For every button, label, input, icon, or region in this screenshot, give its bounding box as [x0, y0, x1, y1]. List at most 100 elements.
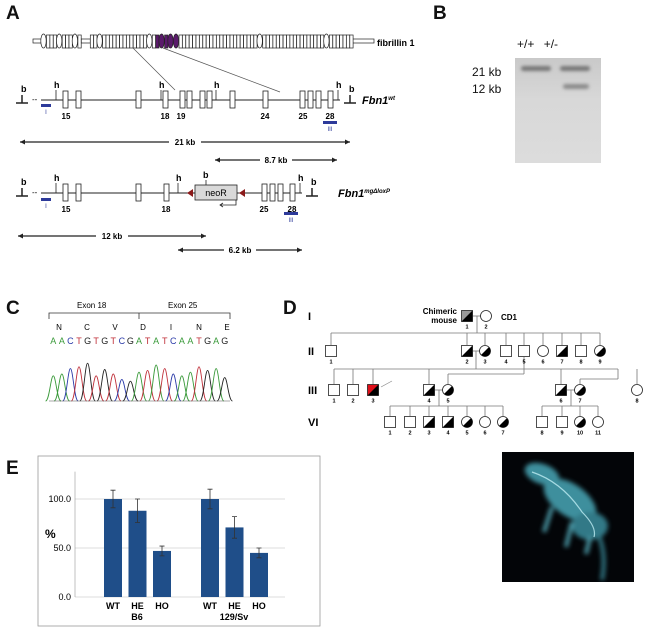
exon-label: 28	[326, 112, 335, 121]
individual-number: 10	[577, 431, 583, 437]
affected-half	[576, 418, 586, 428]
exon-box	[289, 183, 296, 202]
group-label: B6	[131, 612, 143, 622]
panel-label-a: A	[6, 3, 20, 24]
protein-label: fibrillin 1	[377, 38, 415, 48]
n-terminus	[32, 38, 42, 44]
exon-box	[307, 90, 314, 109]
proband-arrow	[380, 380, 393, 388]
individual-number: 1	[329, 360, 332, 366]
individual-number: 7	[560, 360, 563, 366]
egf-domain	[222, 34, 227, 49]
amino-acid: C	[84, 323, 90, 332]
exon-label: 25	[260, 205, 269, 214]
x-tick-label: HE	[228, 601, 241, 611]
base-G: G	[221, 336, 228, 346]
mouse-xray-image	[502, 452, 634, 582]
trace-peak-G	[96, 369, 113, 402]
exon-box	[199, 90, 206, 109]
egf-domain	[320, 34, 325, 49]
egf-domain	[143, 34, 148, 49]
egf-domain	[199, 34, 204, 49]
exon-label: 15	[62, 205, 71, 214]
base-C: C	[67, 336, 74, 346]
error-bar	[135, 498, 140, 523]
individual-number: 1	[332, 399, 335, 405]
bamhi-site	[16, 188, 28, 197]
egf-domain	[226, 34, 231, 49]
egf-domain	[250, 34, 255, 49]
site-b-label: b	[21, 84, 27, 94]
site-b-label: b	[203, 170, 209, 180]
male-symbol	[347, 384, 359, 396]
egf-domain	[155, 34, 160, 49]
panel-label-b: B	[433, 3, 447, 24]
trace-peak-G	[199, 369, 216, 402]
egf-domain	[205, 34, 210, 49]
egf-domain	[151, 34, 156, 49]
y-tick-label: 50.0	[53, 543, 71, 553]
affected-half	[481, 347, 491, 357]
base-G: G	[84, 336, 91, 346]
x-tick-label: HE	[131, 601, 144, 611]
exon-label: 18	[162, 205, 171, 214]
wt-allele-label: Fbn1wt	[362, 95, 396, 107]
egf-domain	[269, 34, 274, 49]
zoom-line-left	[132, 47, 176, 91]
exon-box	[75, 90, 82, 109]
site-h-label: h	[159, 80, 165, 90]
female-symbol	[592, 416, 604, 428]
group-label: 129/Sv	[220, 612, 249, 622]
trace-peak-G	[79, 362, 96, 402]
egf-domain	[89, 34, 94, 49]
affected-half	[556, 345, 568, 357]
egf-domain	[289, 34, 294, 49]
exon-box	[261, 183, 268, 202]
egf-domain	[49, 34, 54, 49]
egf-domain	[229, 34, 234, 49]
trace-peak-A	[182, 371, 199, 402]
male-symbol	[328, 384, 340, 396]
egf-domain	[182, 34, 187, 49]
egf-domain	[216, 34, 221, 49]
probe-label: III	[327, 127, 332, 133]
exon-box	[262, 90, 269, 109]
egf-domain	[122, 34, 127, 49]
domain-ellipse	[56, 33, 63, 49]
exon-box	[62, 183, 69, 202]
egf-domain	[115, 34, 120, 49]
exon-label: 19	[177, 112, 186, 121]
egf-domain	[192, 34, 197, 49]
male-symbol	[325, 345, 337, 357]
site-h-label: h	[54, 80, 60, 90]
egf-domain	[329, 34, 334, 49]
fibrillin-domain-structure	[32, 33, 375, 49]
mutant-allele-label: Fbn1mgΔloxP	[338, 188, 391, 200]
individual-number: 2	[484, 325, 487, 331]
cd1-label: CD1	[501, 313, 518, 322]
individual-number: 4	[446, 431, 450, 437]
egf-domain	[139, 34, 144, 49]
exon-box	[299, 90, 306, 109]
marker-12kb: 12 kb	[472, 82, 502, 96]
domain-ellipse	[323, 33, 330, 49]
generation-label-I: I	[308, 311, 311, 323]
affected-half	[555, 384, 567, 396]
zoom-line-right	[162, 47, 281, 93]
amino-acid: N	[196, 323, 202, 332]
affected-half	[461, 345, 473, 357]
individual-number: 3	[483, 360, 486, 366]
bar-129/Sv-WT	[201, 499, 219, 597]
trace-peak-T	[105, 373, 122, 402]
domain-ellipse	[172, 33, 180, 49]
probe-bar	[284, 212, 298, 215]
probe-label: I	[45, 110, 47, 116]
bar-B6-HE	[128, 510, 147, 597]
exon-box	[206, 90, 213, 109]
egf-domain	[246, 34, 251, 49]
egf-domain	[303, 34, 308, 49]
egf-domain	[112, 34, 117, 49]
bar-129/Sv-HO	[250, 552, 268, 597]
generation-label-II: II	[308, 346, 314, 358]
